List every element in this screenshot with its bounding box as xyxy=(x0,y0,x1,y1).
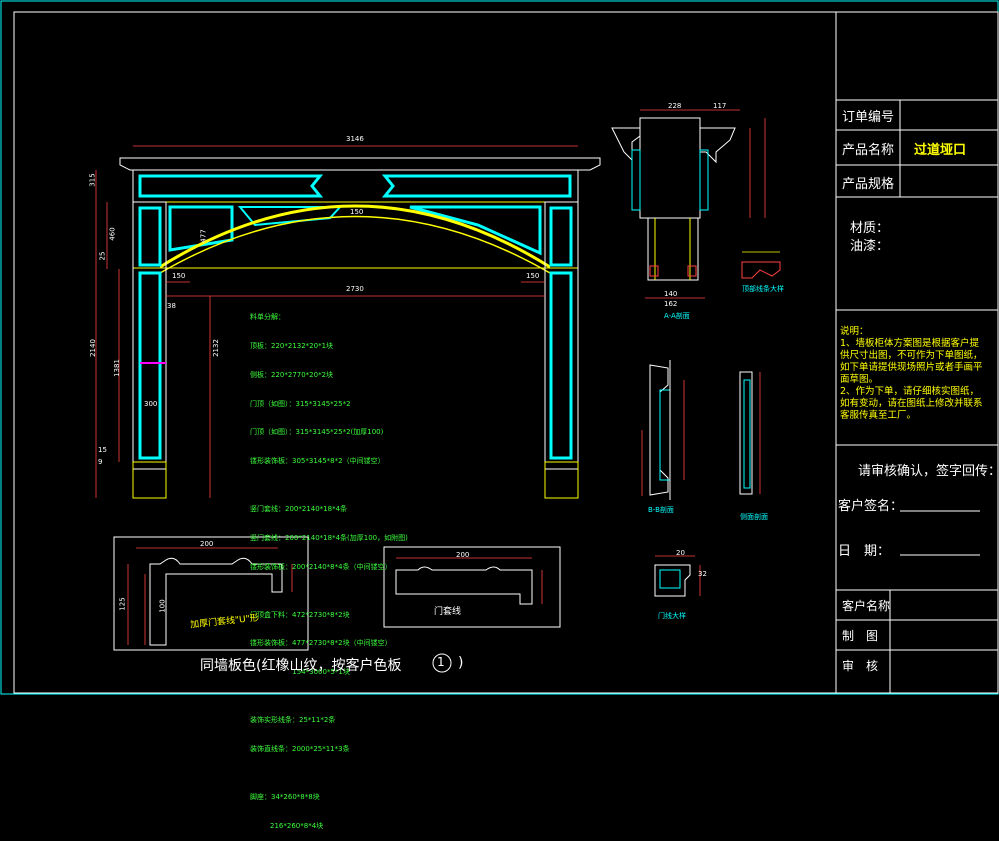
color-reference-circle xyxy=(432,653,452,673)
drawing-by-label: 制 图 xyxy=(842,629,879,643)
order-number-label: 订单编号 xyxy=(842,110,895,125)
drawing-frame xyxy=(13,11,999,694)
customer-name-label: 客户名称 xyxy=(842,599,891,613)
dim-center-150: 150 xyxy=(350,208,364,216)
dim-section-140: 140 xyxy=(664,290,678,298)
left-jamb-upper-panel xyxy=(138,206,162,267)
material-list-line: 装饰直线条：2000*25*11*3条 xyxy=(250,744,350,753)
product-spec-label: 产品规格 xyxy=(842,177,895,192)
label-section-side2: 侧面剖面 xyxy=(740,513,768,521)
bottom-color-note-end: ) xyxy=(458,655,464,671)
material-list-line: 脚座：34*260*8*8块 xyxy=(250,792,320,801)
customer-sign-label: 客户签名： xyxy=(838,499,904,514)
check-label: 审 核 xyxy=(842,659,879,673)
dim-box1-h100: 100 xyxy=(158,599,167,613)
head-panel-right xyxy=(381,174,572,198)
dim-arch-477: 477 xyxy=(199,229,208,243)
product-name-value: 过道垭口 xyxy=(914,143,967,158)
right-plinth xyxy=(544,461,579,499)
left-plinth xyxy=(132,461,167,499)
detail-box-1-profile xyxy=(127,547,293,646)
label-box2: 门套线 xyxy=(434,607,462,617)
dim-section-117: 117 xyxy=(713,102,727,110)
arch-outer xyxy=(159,204,551,269)
material-list-line: 门顶（如图）：315*3145*25*2 xyxy=(250,399,351,408)
dim-side-panel: 1381 xyxy=(112,359,121,377)
drawing-notes: 说明： 1、墙板柜体方案图是根据客户提供尺寸出图，不可作为下单图纸，如下单请提供… xyxy=(840,326,983,421)
material-list-line: 竖门套线：200*2140*18*4条 xyxy=(250,505,348,514)
front-elevation xyxy=(95,145,601,499)
spandrel-right xyxy=(409,205,542,256)
detail-box-2-profile xyxy=(395,557,543,605)
bottom-color-note: 同墙板色(红橡山纹，按客户色板 xyxy=(200,658,402,674)
dim-box2-width: 200 xyxy=(456,551,470,559)
product-name-label: 产品名称 xyxy=(842,143,895,158)
label-section-aa: A-A剖面 xyxy=(664,312,690,320)
side-section-left xyxy=(641,360,685,500)
dim-overall-width: 3146 xyxy=(346,135,364,143)
dim-small-profile-20: 20 xyxy=(676,549,685,557)
dim-small-profile-32: 32 xyxy=(698,570,707,578)
dim-total-height: 2140 xyxy=(88,339,97,357)
top-molding-detail xyxy=(741,251,781,279)
detail-box-1 xyxy=(113,536,309,651)
material-list-line: 镂形装饰板：200*2140*8*4条（中间镂空） xyxy=(250,562,392,571)
dim-base: 300 xyxy=(144,400,158,408)
material-list-line: 顶板：220*2132*20*1块 xyxy=(250,341,334,350)
dim-small-a: 9 xyxy=(98,458,103,466)
date-label: 日 期： xyxy=(838,544,891,559)
left-jamb xyxy=(132,201,167,470)
material-list-line: 镂形装饰板：477*2730*8*2块（中间镂空） xyxy=(250,639,392,648)
material-list-line: 镂形装饰板：305*3145*8*2（中间镂空） xyxy=(250,457,385,466)
bottom-color-circle-number: 1 xyxy=(437,655,445,669)
dim-inner-height: 2132 xyxy=(211,339,220,357)
paint-label: 油漆： xyxy=(850,239,890,254)
spandrel-left xyxy=(168,205,234,252)
material-list-line: 154*3000*5*1块 xyxy=(250,668,350,677)
material-list-heading: 料单分解： xyxy=(250,313,285,322)
material-list-line: 216*260*8*4块 xyxy=(250,821,324,830)
cad-drawing-canvas xyxy=(0,0,999,695)
dim-right-150: 150 xyxy=(526,272,540,280)
side-section-right xyxy=(739,371,761,495)
left-jamb-lower-panel xyxy=(138,271,162,460)
right-jamb xyxy=(544,201,579,470)
material-list-line: 竖门套线：200*2140*18*4条(加厚100，如附图) xyxy=(250,533,408,542)
dim-top-height: 315 xyxy=(88,173,97,187)
dim-left-150: 150 xyxy=(172,272,186,280)
material-list: 料单分解： 顶板：220*2132*20*1块 侧板：220*2770*20*2… xyxy=(250,294,408,841)
label-bottom-detail: 门线大样 xyxy=(658,612,686,620)
label-top-detail: 顶部线条大样 xyxy=(742,285,784,293)
dim-side-h1: 460 xyxy=(108,227,117,241)
detail-box-2 xyxy=(383,546,561,628)
dim-box1-h125: 125 xyxy=(118,597,127,611)
dim-small-b: 15 xyxy=(98,446,107,454)
dim-section-162: 162 xyxy=(664,300,678,308)
material-list-line: 门顶（如图）：315*3145*25*2(加厚100) xyxy=(250,428,384,437)
dim-opening-width: 2730 xyxy=(346,285,364,293)
small-profile-detail xyxy=(654,555,701,597)
label-section-side1: B-B剖面 xyxy=(648,506,674,514)
arch-inner xyxy=(159,215,551,274)
material-list-line: 门顶盒下料：472*2730*8*2块 xyxy=(250,610,350,619)
front-dimension-lines xyxy=(95,145,578,498)
section-aa xyxy=(611,109,766,299)
crown-molding xyxy=(119,157,601,171)
right-jamb-lower-panel xyxy=(549,271,573,460)
right-jamb-upper-panel xyxy=(549,206,573,267)
dim-gap-38: 38 xyxy=(167,302,176,310)
title-block-grid xyxy=(835,12,998,693)
dim-section-228: 228 xyxy=(668,102,682,110)
dim-box1-width: 200 xyxy=(200,540,214,548)
material-list-line: 侧板：220*2770*20*2块 xyxy=(250,370,334,379)
head-panel-left xyxy=(138,174,324,198)
material-label: 材质： xyxy=(850,221,890,236)
dim-side-h2: 25 xyxy=(98,251,107,261)
review-prompt: 请审核确认，签字回传： xyxy=(858,464,999,479)
material-list-line: 装饰实形线条：25*11*2条 xyxy=(250,716,336,725)
